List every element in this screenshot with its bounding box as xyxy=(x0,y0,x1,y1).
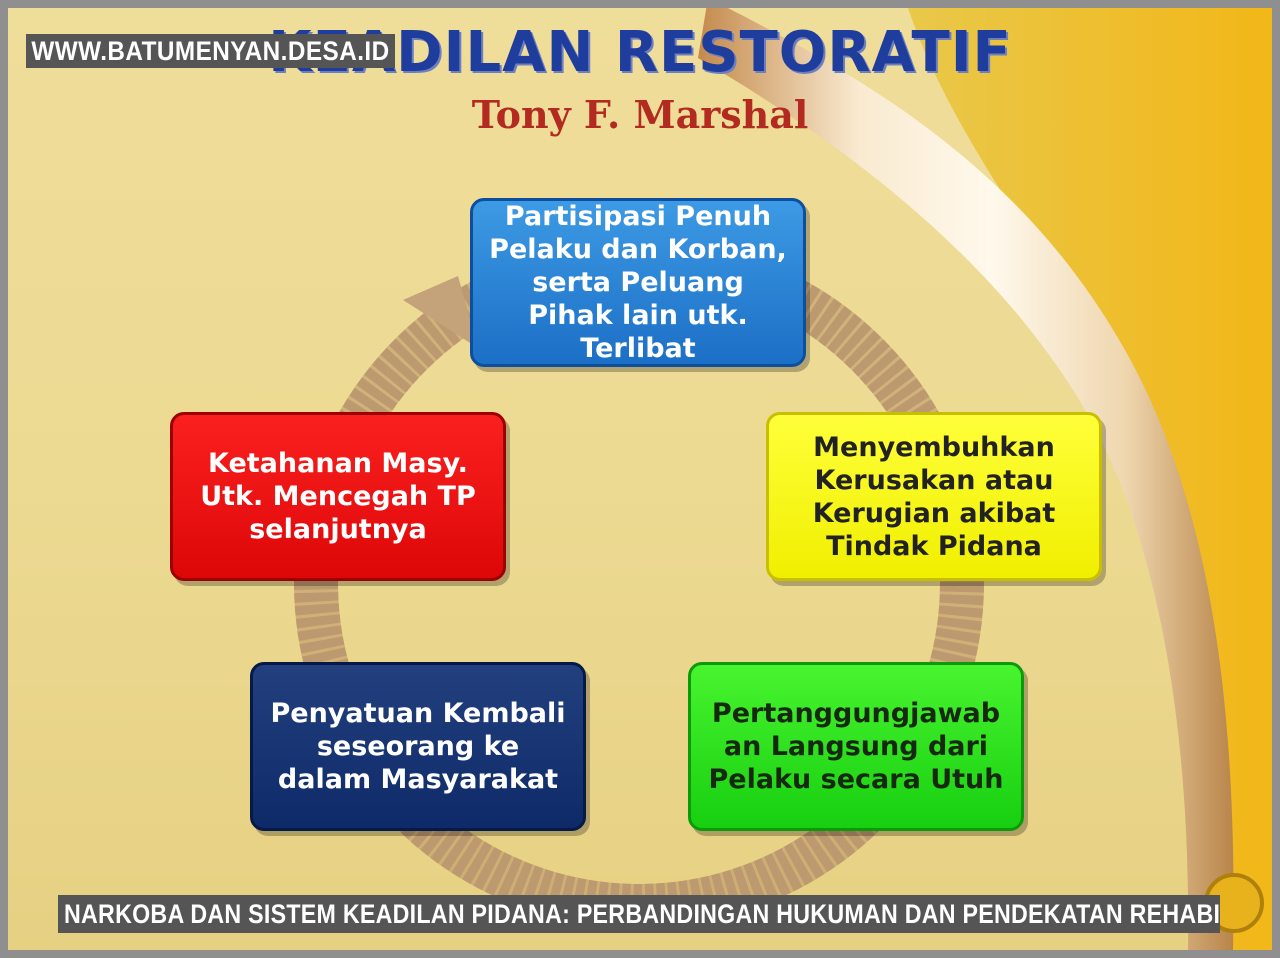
node-penyatuan: Penyatuan Kembali seseorang ke dalam Mas… xyxy=(250,662,586,831)
diagram-subtitle: Tony F. Marshal xyxy=(471,92,809,137)
slide-image: KEADILAN RESTORATIF Tony F. Marshal Part… xyxy=(8,8,1272,950)
article-caption: NARKOBA DAN SISTEM KEADILAN PIDANA: PERB… xyxy=(58,895,1220,933)
node-menyembuhkan: Menyembuhkan Kerusakan atau Kerugian aki… xyxy=(766,412,1102,581)
node-pertanggungjawaban: Pertanggungjawab an Langsung dari Pelaku… xyxy=(688,662,1024,831)
site-watermark: WWW.BATUMENYAN.DESA.ID xyxy=(26,34,395,68)
gold-background-shape xyxy=(908,8,1272,950)
caption-text: NARKOBA DAN SISTEM KEADILAN PIDANA: PERB… xyxy=(64,899,1220,929)
node-ketahanan: Ketahanan Masy. Utk. Mencegah TP selanju… xyxy=(170,412,506,581)
decorative-tube-arc xyxy=(698,8,1234,950)
cycle-arrowhead xyxy=(403,276,478,348)
node-partisipasi: Partisipasi Penuh Pelaku dan Korban, ser… xyxy=(470,198,806,367)
